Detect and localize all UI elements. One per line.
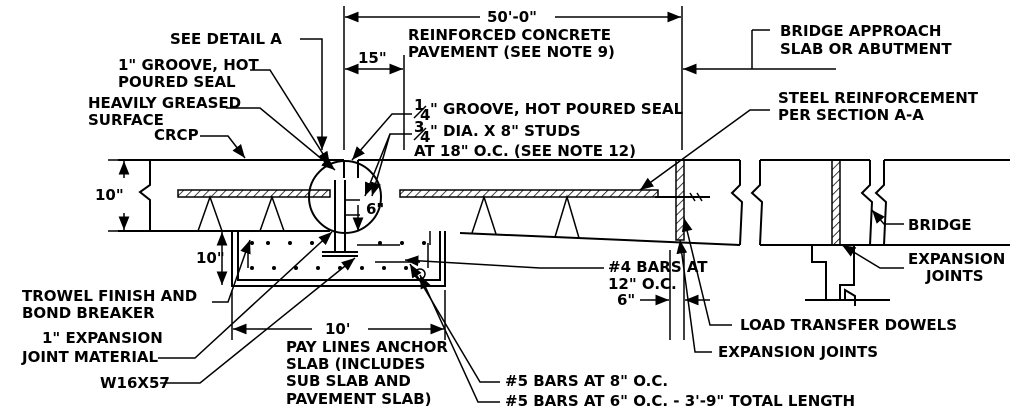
label-groove-1in-line2: POURED SEAL <box>118 73 236 91</box>
label-pay-line4: PAVEMENT SLAB) <box>286 390 432 408</box>
label-greased-line1: HEAVILY GREASED <box>88 94 241 112</box>
label-trowel-line2: BOND BREAKER <box>22 304 155 322</box>
label-load-transfer-dowels: LOAD TRANSFER DOWELS <box>740 316 957 334</box>
label-dim-6in-low: 6" <box>617 291 635 309</box>
label-studs-den: 4 <box>420 128 430 146</box>
label-bars4-line1: #4 BARS AT <box>608 258 708 276</box>
label-pay-line3: SUB SLAB AND <box>286 372 411 390</box>
leader-lines <box>158 38 904 403</box>
label-trowel-line1: TROWEL FINISH AND <box>22 287 197 305</box>
label-bars5-6in: #5 BARS AT 6" O.C. - 3'-9" TOTAL LENGTH <box>505 392 855 410</box>
anchor-sub-slab <box>231 160 446 287</box>
label-exp-mat-line1: 1" EXPANSION <box>42 329 163 347</box>
label-w16x57: W16X57 <box>100 374 170 392</box>
label-approach-line1: BRIDGE APPROACH <box>780 22 941 40</box>
label-groove-1in-line1: 1" GROOVE, HOT <box>118 56 260 74</box>
label-exp-mat-line2: JOINT MATERIAL <box>21 348 159 366</box>
label-rc-line1: REINFORCED CONCRETE <box>408 26 611 44</box>
label-steel-line2: PER SECTION A-A <box>778 106 924 124</box>
pavement-structure <box>118 159 1010 306</box>
label-dim-50ft: 50'-0" <box>487 8 537 26</box>
label-pay-line2: SLAB (INCLUDES <box>286 355 425 373</box>
label-rc-line2: PAVEMENT (SEE NOTE 9) <box>408 43 615 61</box>
label-pay-line1: PAY LINES ANCHOR <box>286 338 448 356</box>
label-studs-line1: " DIA. X 8" STUDS <box>430 122 581 140</box>
label-studs-num: 3 <box>414 118 424 136</box>
label-expansion-joints-bottom: EXPANSION JOINTS <box>718 343 878 361</box>
label-steel-line1: STEEL REINFORCEMENT <box>778 89 979 107</box>
label-approach-line2: SLAB OR ABUTMENT <box>780 40 952 58</box>
label-dim-10in-low: 10" <box>196 249 225 267</box>
label-crcp: CRCP <box>154 126 199 144</box>
label-groove-quarter: " GROOVE, HOT POURED SEAL <box>430 100 684 118</box>
label-greased-line2: SURFACE <box>88 111 164 129</box>
label-dim-6in-top: 6" <box>366 200 384 218</box>
label-bars5-8in: #5 BARS AT 8" O.C. <box>505 372 668 390</box>
label-dim-15in: 15" <box>358 49 387 67</box>
label-bridge: BRIDGE <box>908 216 972 234</box>
label-dim-10ft: 10' <box>325 320 350 338</box>
label-dim-10in: 10" <box>95 186 124 204</box>
label-quarter-num: 1 <box>414 96 424 114</box>
label-exp-joints-right-line1: EXPANSION <box>908 250 1005 268</box>
label-see-detail-a: SEE DETAIL A <box>170 30 282 48</box>
detail-a-circle <box>308 160 382 234</box>
label-studs-line2: AT 18" O.C. (SEE NOTE 12) <box>414 142 636 160</box>
annotation-labels: SEE DETAIL A 1" GROOVE, HOT POURED SEAL … <box>21 8 1005 410</box>
dimension-lines <box>108 6 836 340</box>
label-bars4-line2: 12" O.C. <box>608 275 677 293</box>
label-exp-joints-right-line2: JOINTS <box>925 267 984 285</box>
label-quarter-den: 4 <box>420 106 430 124</box>
